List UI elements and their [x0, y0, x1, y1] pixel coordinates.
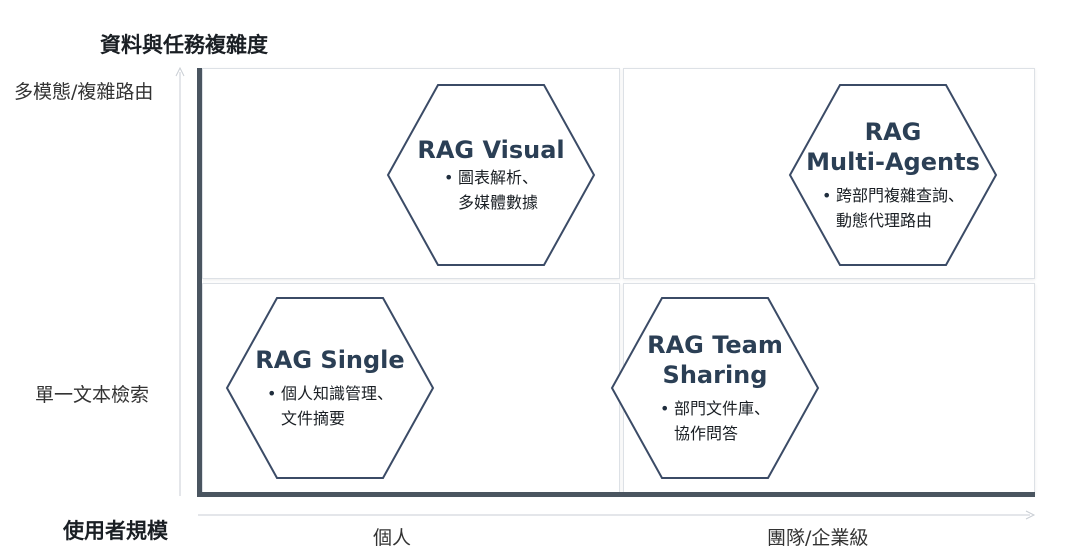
hexagon-desc-text: 部門文件庫、 協作問答 — [673, 399, 770, 443]
bullet-icon: • — [443, 168, 454, 187]
hexagon-description: • 跨部門複雜查詢、 動態代理路由 — [822, 183, 964, 233]
y-axis-arrow-head — [175, 66, 185, 77]
y-tick-high: 多模態/複雜路由 — [14, 81, 154, 103]
hexagon-desc-text: 個人知識管理、 文件摘要 — [280, 384, 393, 428]
x-tick-left: 個人 — [373, 527, 412, 549]
hexagon-title: RAG Single — [255, 346, 405, 374]
y-axis-title: 資料與任務複雜度 — [100, 33, 268, 57]
hexagon-rag-single: RAG Single • 個人知識管理、 文件摘要 — [225, 297, 435, 479]
hexagon-shape — [610, 297, 820, 479]
hexagon-rag-multi-agents: RAG Multi-Agents • 跨部門複雜查詢、 動態代理路由 — [788, 84, 998, 266]
hexagon-rag-visual: RAG Visual • 圖表解析、 多媒體數據 — [386, 84, 596, 266]
hexagon-shape — [788, 84, 998, 266]
x-tick-right: 團隊/企業級 — [767, 527, 869, 549]
hexagon-desc-text: 圖表解析、 多媒體數據 — [457, 168, 538, 212]
hexagon-description: • 個人知識管理、 文件摘要 — [267, 381, 393, 431]
y-tick-low: 單一文本檢索 — [35, 384, 150, 406]
bullet-icon: • — [266, 384, 277, 403]
y-axis-line — [197, 68, 202, 497]
x-axis-line — [197, 492, 1035, 497]
hexagon-title: RAG Visual — [417, 136, 565, 164]
x-axis-arrow-head — [1025, 510, 1036, 520]
hexagon-description: • 圖表解析、 多媒體數據 — [444, 165, 538, 215]
hexagon-desc-text: 跨部門複雜查詢、 動態代理路由 — [835, 186, 964, 230]
hexagon-title: RAG Multi-Agents — [806, 118, 980, 176]
hexagon-shape — [386, 84, 596, 266]
bullet-icon: • — [821, 186, 832, 205]
x-axis-title: 使用者規模 — [63, 519, 168, 543]
hexagon-rag-team-sharing: RAG Team Sharing • 部門文件庫、 協作問答 — [610, 297, 820, 479]
hexagon-shape — [225, 297, 435, 479]
hexagon-description: • 部門文件庫、 協作問答 — [660, 396, 770, 446]
bullet-icon: • — [659, 399, 670, 418]
hexagon-title: RAG Team Sharing — [647, 331, 783, 389]
